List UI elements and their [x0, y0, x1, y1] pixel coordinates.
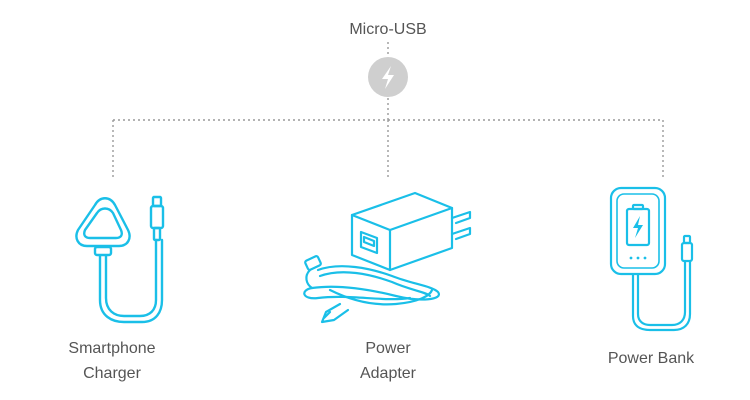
power-bank-icon [609, 186, 694, 332]
device-label-power-bank: Power Bank [608, 350, 695, 367]
connector-label: Micro-USB [349, 21, 426, 38]
lightning-bolt-icon [368, 57, 408, 97]
power-adapter-icon [303, 191, 472, 324]
smartphone-charger-icon [75, 195, 165, 324]
device-label-smartphone-charger-line2: Charger [83, 365, 141, 382]
device-label-power-adapter-line1: Power [365, 340, 411, 357]
device-label-power-adapter-line2: Adapter [360, 365, 417, 382]
device-label-smartphone-charger-line1: Smartphone [68, 340, 155, 357]
